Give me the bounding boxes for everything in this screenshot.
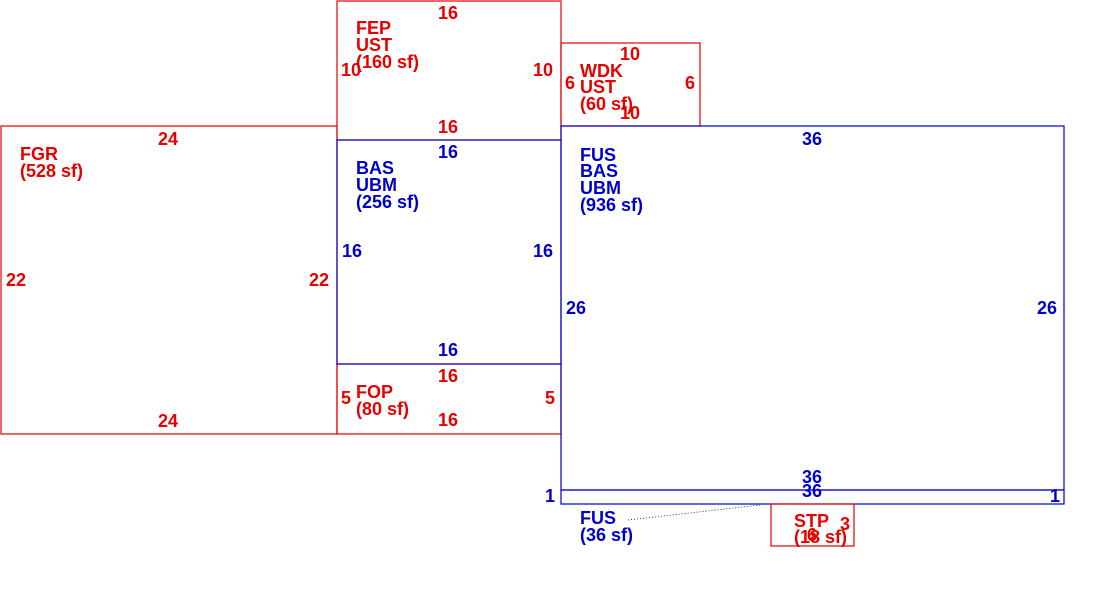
- stp-area-size: (18 sf): [794, 527, 847, 547]
- fus-small-area-size: (36 sf): [580, 525, 633, 545]
- fop-dim-left: 5: [341, 388, 351, 408]
- stp-dim-right: 3: [840, 514, 850, 534]
- fus-main-label-ubm: UBM: [580, 178, 621, 198]
- fus-small-dim-left: 1: [545, 486, 555, 506]
- bas-area-size: (256 sf): [356, 192, 419, 212]
- fop-label: FOP: [356, 382, 393, 402]
- fep-dim-left: 10: [341, 60, 361, 80]
- fus-main-dim-right: 26: [1037, 298, 1057, 318]
- bas-label-ubm: UBM: [356, 175, 397, 195]
- fgr-area-size: (528 sf): [20, 161, 83, 181]
- fep-dim-top: 16: [438, 3, 458, 23]
- fus-small-dim-top: 36: [802, 481, 822, 501]
- bas-dim-bottom: 16: [438, 340, 458, 360]
- wdk-dim-top: 10: [620, 44, 640, 64]
- fus-small-dim-right: 1: [1050, 486, 1060, 506]
- stp-dim-inner: 6: [807, 525, 817, 545]
- fgr-dim-top: 24: [158, 129, 178, 149]
- bas-dim-left: 16: [342, 241, 362, 261]
- wdk-label: WDK: [580, 61, 623, 81]
- fus-main-label: FUS: [580, 145, 616, 165]
- fus-main-dim-top: 36: [802, 129, 822, 149]
- bas-dim-top: 16: [438, 142, 458, 162]
- wdk-label-ust: UST: [580, 77, 616, 97]
- fus-small-label: FUS: [580, 508, 616, 528]
- bas-label: BAS: [356, 158, 394, 178]
- fus-main-dim-left: 26: [566, 298, 586, 318]
- fus-main-dim-bottom: 36: [802, 467, 822, 487]
- fus-main-label-bas: BAS: [580, 161, 618, 181]
- fop-area-size: (80 sf): [356, 399, 409, 419]
- bas-dim-right: 16: [533, 241, 553, 261]
- fep-area-size: (160 sf): [356, 52, 419, 72]
- fep-dim-bottom: 16: [438, 117, 458, 137]
- fus-main-area: [560, 125, 1065, 491]
- fep-label: FEP: [356, 18, 391, 38]
- fgr-dim-bottom: 24: [158, 411, 178, 431]
- wdk-area-size: (60 sf): [580, 94, 633, 114]
- stp-area: [770, 503, 855, 547]
- fgr-dim-right: 22: [309, 270, 329, 290]
- fus-small-leader-line: [627, 504, 761, 521]
- fgr-label: FGR: [20, 144, 58, 164]
- fop-dim-top: 16: [438, 366, 458, 386]
- fop-dim-right: 5: [545, 388, 555, 408]
- fop-dim-bottom: 16: [438, 410, 458, 430]
- wdk-dim-bottom: 10: [620, 103, 640, 123]
- fgr-dim-left: 22: [6, 270, 26, 290]
- stp-label: STP: [794, 511, 829, 531]
- fep-label-ust: UST: [356, 35, 392, 55]
- fep-dim-right: 10: [533, 60, 553, 80]
- wdk-dim-right: 6: [685, 73, 695, 93]
- fus-main-area-size: (936 sf): [580, 195, 643, 215]
- wdk-dim-left: 6: [565, 73, 575, 93]
